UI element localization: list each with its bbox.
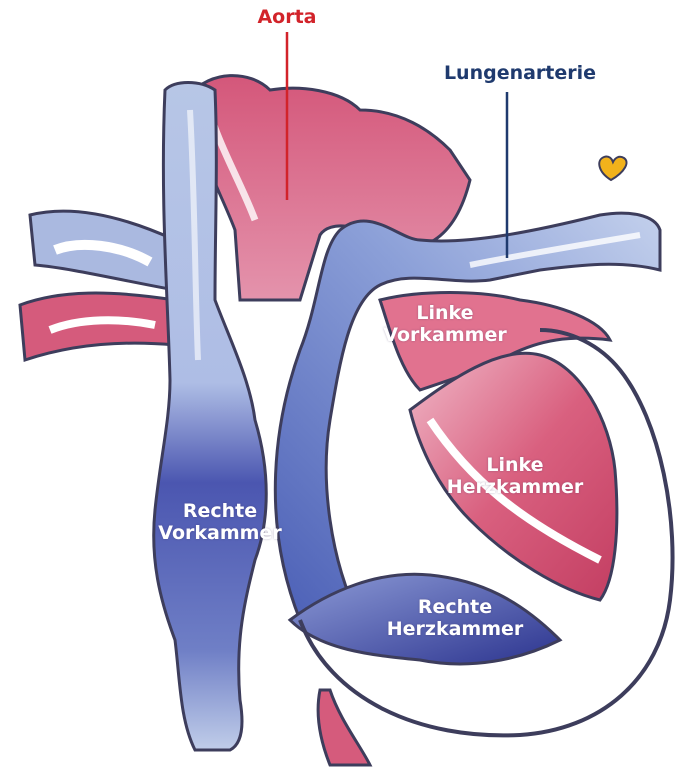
rechte-herzkammer-line-2: Herzkammer [380, 618, 530, 640]
aorta-label: Aorta [232, 6, 342, 28]
linke-herzkammer-line-2: Herzkammer [440, 476, 590, 498]
rechte-vorkammer-label: Rechte Vorkammer [150, 500, 290, 544]
linke-vorkammer-line-1: Linke [375, 302, 515, 324]
linke-vorkammer-label: Linke Vorkammer [375, 302, 515, 346]
lungenarterie-label: Lungenarterie [420, 62, 620, 84]
rechte-vorkammer-line-1: Rechte [150, 500, 290, 522]
rechte-vorkammer-line-2: Vorkammer [150, 522, 290, 544]
rechte-herzkammer-line-1: Rechte [380, 596, 530, 618]
rechte-herzkammer-label: Rechte Herzkammer [380, 596, 530, 640]
lungenarterie-label-text: Lungenarterie [420, 62, 620, 84]
linke-herzkammer-label: Linke Herzkammer [440, 454, 590, 498]
linke-vorkammer-line-2: Vorkammer [375, 324, 515, 346]
left-pulmonary-vessels [20, 211, 175, 360]
aorta-label-text: Aorta [232, 6, 342, 28]
linke-herzkammer-line-1: Linke [440, 454, 590, 476]
small-heart-icon [599, 156, 626, 180]
